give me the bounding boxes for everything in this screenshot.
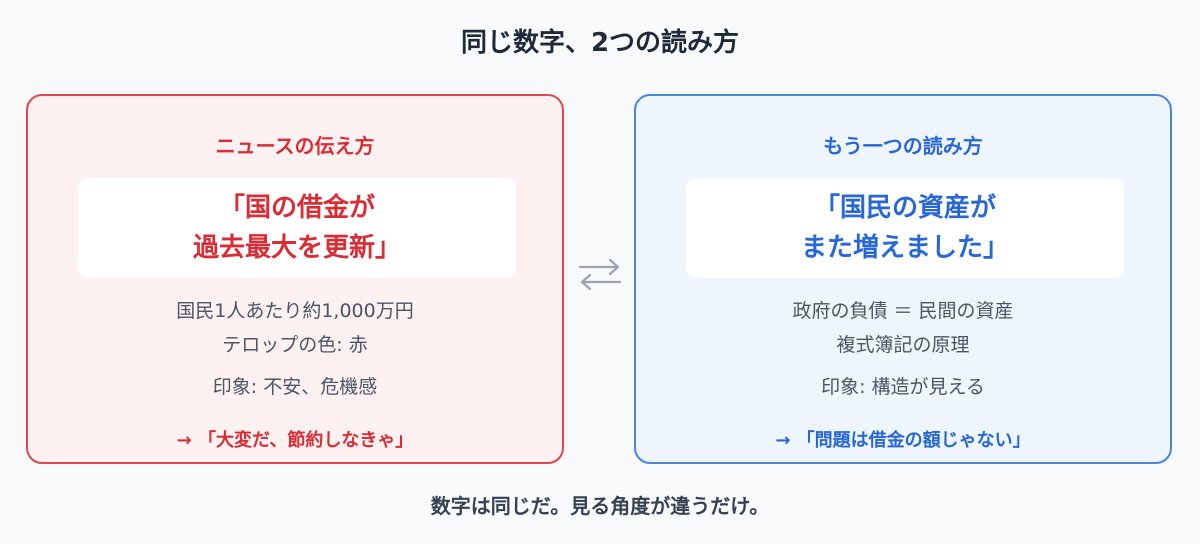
alternative-impression: 印象: 構造が見える: [821, 376, 985, 398]
alternative-reading-panel: もう一つの読み方 「国民の資産が また増えました」 政府の負債 ＝ 民間の資産 …: [634, 94, 1172, 464]
news-headline-box: 「国の借金が 過去最大を更新」: [78, 178, 516, 278]
news-framing-heading: ニュースの伝え方: [215, 134, 375, 158]
news-info-caption-color: テロップの色: 赤: [222, 334, 368, 356]
alternative-info-debt-asset: 政府の負債 ＝ 民間の資産: [792, 300, 1014, 322]
news-headline-line-2: 過去最大を更新」: [192, 233, 401, 263]
alternative-headline-box: 「国民の資産が また増えました」: [686, 178, 1124, 278]
exchange-arrows-icon: [576, 254, 624, 294]
alternative-reading-heading: もう一つの読み方: [823, 134, 983, 158]
news-impression: 印象: 不安、危機感: [212, 376, 378, 398]
alternative-headline-line-2: また増えました」: [800, 233, 1009, 263]
alternative-conclusion: → 「問題は借金の額じゃない」: [775, 430, 1031, 451]
alternative-headline-line-1: 「国民の資産が: [813, 193, 996, 223]
news-framing-panel: ニュースの伝え方 「国の借金が 過去最大を更新」 国民1人あたり約1,000万円…: [26, 94, 564, 464]
news-conclusion: → 「大変だ、節約しなきゃ」: [176, 430, 414, 451]
diagram-title: 同じ数字、2つの読み方: [460, 28, 740, 58]
diagram-footer: 数字は同じだ。見る角度が違うだけ。: [430, 494, 770, 518]
alternative-info-bookkeeping: 複式簿記の原理: [836, 334, 970, 356]
news-info-per-capita: 国民1人あたり約1,000万円: [176, 300, 414, 322]
news-headline-line-1: 「国の借金が: [218, 193, 375, 223]
